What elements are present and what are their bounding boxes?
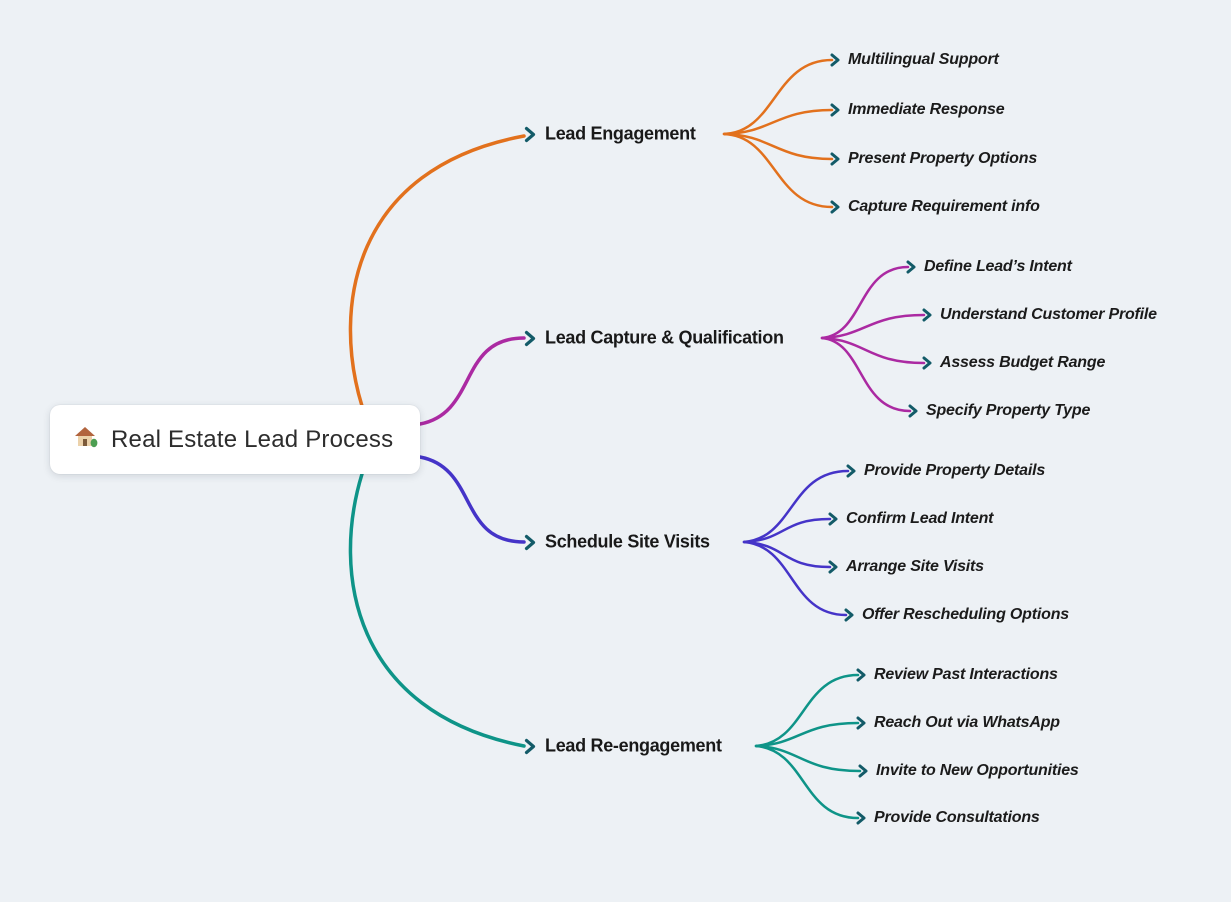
child-node[interactable]: Multilingual Support — [830, 51, 999, 69]
chevron-right-icon — [830, 103, 840, 117]
link-branch1-child0 — [820, 265, 910, 340]
branch-label: Lead Re-engagement — [545, 735, 722, 756]
child-node[interactable]: Reach Out via WhatsApp — [856, 714, 1060, 732]
chevron-right-icon — [830, 200, 840, 214]
child-node[interactable]: Provide Consultations — [856, 809, 1040, 827]
child-node[interactable]: Offer Rescheduling Options — [844, 606, 1069, 624]
child-node[interactable]: Confirm Lead Intent — [828, 510, 994, 528]
chevron-right-icon — [828, 512, 838, 526]
house-icon — [72, 425, 98, 454]
chevron-right-icon — [856, 716, 866, 730]
child-label: Provide Consultations — [874, 809, 1040, 826]
link-branch2-child3 — [742, 540, 848, 617]
chevron-right-icon — [830, 53, 840, 67]
child-node[interactable]: Define Lead’s Intent — [906, 258, 1072, 276]
branch-node-lead-reengagement[interactable]: Lead Re-engagement — [524, 736, 722, 757]
chevron-right-icon — [830, 152, 840, 166]
link-branch0-child2 — [722, 132, 834, 161]
chevron-right-icon — [922, 308, 932, 322]
child-node[interactable]: Arrange Site Visits — [828, 558, 984, 576]
chevron-right-icon — [828, 560, 838, 574]
child-node[interactable]: Understand Customer Profile — [922, 306, 1157, 324]
child-node[interactable]: Capture Requirement info — [830, 198, 1040, 216]
child-node[interactable]: Review Past Interactions — [856, 666, 1058, 684]
link-root-lead-engagement — [348, 134, 526, 408]
link-branch2-child2 — [742, 540, 832, 569]
link-branch3-child2 — [754, 744, 862, 773]
chevron-right-icon — [858, 764, 868, 778]
branch-node-lead-capture-qualification[interactable]: Lead Capture & Qualification — [524, 328, 784, 349]
child-label: Review Past Interactions — [874, 666, 1058, 683]
child-node[interactable]: Assess Budget Range — [922, 354, 1105, 372]
child-node[interactable]: Provide Property Details — [846, 462, 1045, 480]
link-branch0-child0 — [722, 58, 834, 136]
branch-node-lead-engagement[interactable]: Lead Engagement — [524, 124, 696, 145]
child-label: Confirm Lead Intent — [846, 510, 994, 527]
child-node[interactable]: Specify Property Type — [908, 402, 1090, 420]
chevron-right-icon — [846, 464, 856, 478]
branch-node-schedule-site-visits[interactable]: Schedule Site Visits — [524, 532, 710, 553]
chevron-right-icon — [524, 738, 536, 754]
link-root-lead-capture — [418, 336, 526, 426]
child-label: Specify Property Type — [926, 402, 1091, 419]
chevron-right-icon — [524, 330, 536, 346]
child-label: Provide Property Details — [864, 462, 1046, 479]
child-label: Immediate Response — [848, 101, 1005, 118]
child-node[interactable]: Immediate Response — [830, 101, 1005, 119]
link-root-reengagement — [348, 472, 526, 748]
link-branch1-child1 — [820, 313, 926, 340]
root-title: Real Estate Lead Process — [111, 425, 394, 453]
child-node[interactable]: Invite to New Opportunities — [858, 762, 1079, 780]
link-branch2-child0 — [742, 469, 850, 544]
child-label: Present Property Options — [848, 150, 1038, 167]
branch-label: Lead Engagement — [545, 123, 696, 144]
chevron-right-icon — [856, 811, 866, 825]
link-branch0-child3 — [722, 132, 834, 209]
child-label: Arrange Site Visits — [846, 558, 984, 575]
chevron-right-icon — [856, 668, 866, 682]
chevron-right-icon — [908, 404, 918, 418]
branch-label: Schedule Site Visits — [545, 531, 710, 552]
link-branch3-child3 — [754, 744, 860, 820]
link-root-schedule-visits — [418, 455, 526, 544]
root-node[interactable]: Real Estate Lead Process — [50, 405, 420, 474]
link-branch1-child2 — [820, 336, 926, 365]
chevron-right-icon — [922, 356, 932, 370]
chevron-right-icon — [524, 126, 536, 142]
chevron-right-icon — [906, 260, 916, 274]
child-label: Multilingual Support — [848, 51, 999, 68]
child-label: Capture Requirement info — [848, 198, 1040, 215]
chevron-right-icon — [524, 534, 536, 550]
link-branch2-child1 — [742, 517, 832, 544]
child-label: Define Lead’s Intent — [924, 258, 1072, 275]
child-node[interactable]: Present Property Options — [830, 150, 1037, 168]
child-label: Invite to New Opportunities — [876, 762, 1079, 779]
branch-label: Lead Capture & Qualification — [545, 327, 784, 348]
child-label: Offer Rescheduling Options — [862, 606, 1069, 623]
chevron-right-icon — [844, 608, 854, 622]
child-label: Reach Out via WhatsApp — [874, 714, 1060, 731]
link-branch0-child1 — [722, 108, 834, 136]
child-label: Understand Customer Profile — [940, 306, 1157, 323]
link-branch1-child3 — [820, 336, 912, 413]
link-branch3-child1 — [754, 721, 860, 748]
child-label: Assess Budget Range — [940, 354, 1106, 371]
link-branch3-child0 — [754, 673, 860, 748]
